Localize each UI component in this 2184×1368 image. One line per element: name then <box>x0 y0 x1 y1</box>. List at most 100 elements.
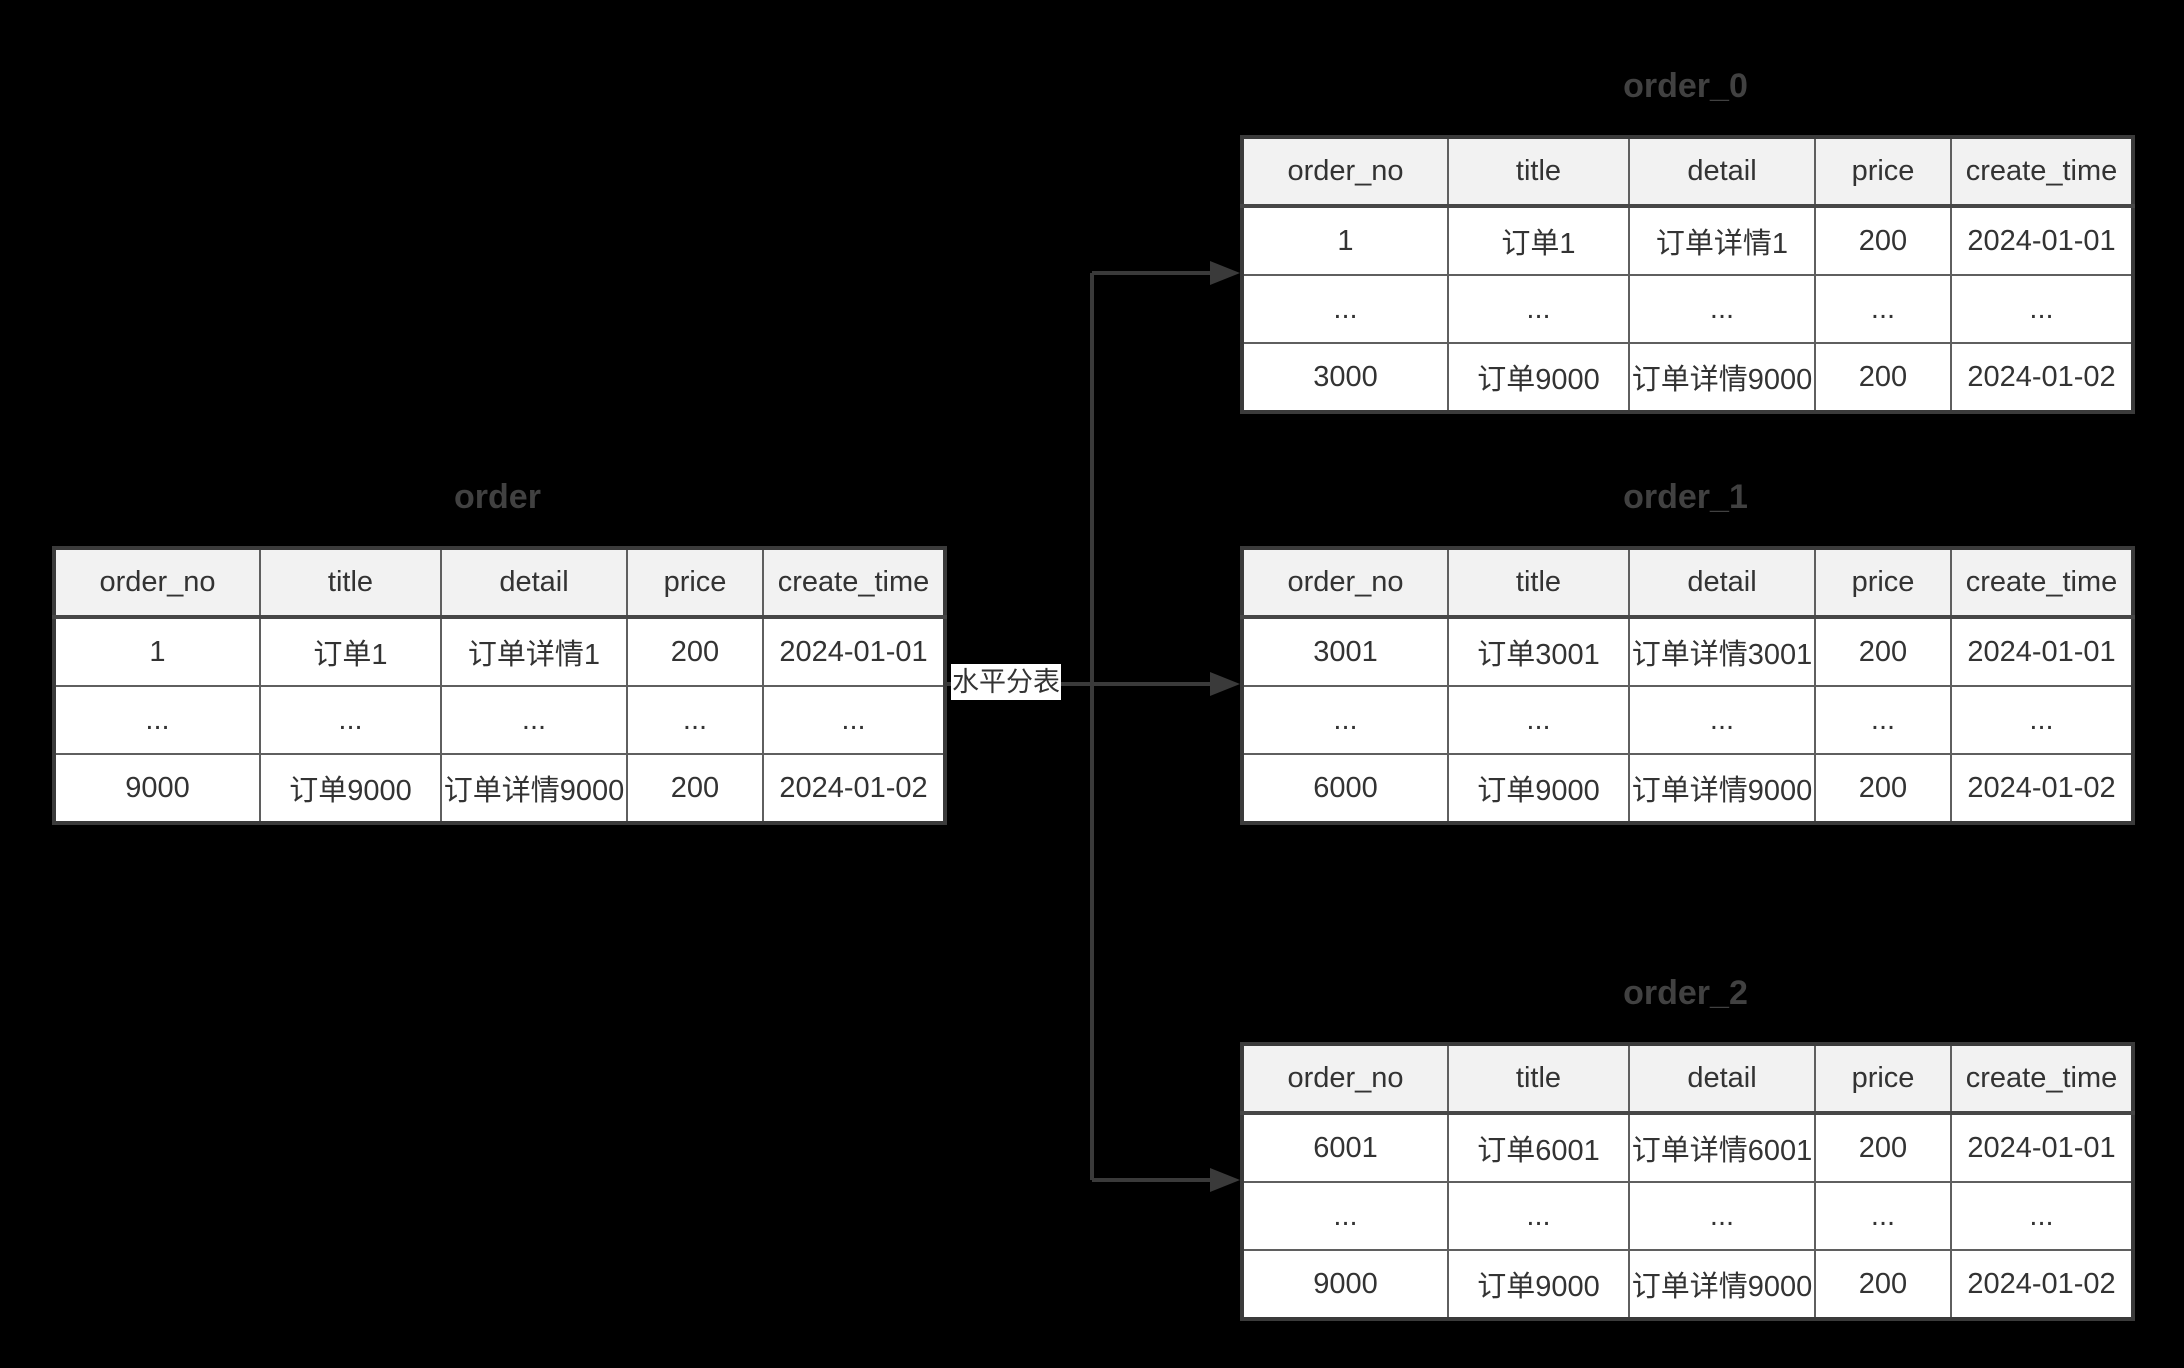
table-row: 6001 订单6001 订单详情6001 200 2024-01-01 <box>1241 1112 2134 1183</box>
table-cell: 订单3001 <box>1447 616 1630 687</box>
column-header: create_time <box>1950 1043 2134 1115</box>
column-header: title <box>1447 547 1630 619</box>
table-cell: 200 <box>1814 616 1952 687</box>
column-header: create_time <box>1950 136 2134 208</box>
table-cell: 订单6001 <box>1447 1112 1630 1183</box>
table-cell: 订单9000 <box>1447 342 1630 413</box>
table-cell: 2024-01-01 <box>1950 205 2134 276</box>
db-table: order_no title detail price create_time … <box>52 546 947 825</box>
table-row: 3000 订单9000 订单详情9000 200 2024-01-02 <box>1241 342 2134 413</box>
column-header: detail <box>440 547 628 619</box>
table-cell: 2024-01-01 <box>762 616 946 687</box>
table-cell: 2024-01-02 <box>1950 342 2134 413</box>
table-cell: ... <box>53 685 261 755</box>
column-header: price <box>1814 136 1952 208</box>
arrowhead-order-0 <box>1210 261 1240 285</box>
arrowhead-order-2 <box>1210 1168 1240 1192</box>
table-cell: 6000 <box>1241 753 1449 824</box>
column-header: order_no <box>1241 136 1449 208</box>
column-header: title <box>1447 1043 1630 1115</box>
table-cell: 2024-01-02 <box>1950 753 2134 824</box>
table-cell: 200 <box>626 616 764 687</box>
table-cell: 1 <box>53 616 261 687</box>
table-cell: ... <box>1814 274 1952 344</box>
table-title: order <box>454 478 541 516</box>
table-cell: ... <box>1814 685 1952 755</box>
table-cell: 订单详情3001 <box>1628 616 1816 687</box>
column-header: create_time <box>762 547 946 619</box>
table-cell: 订单1 <box>1447 205 1630 276</box>
table-cell: ... <box>1950 685 2134 755</box>
table-cell: ... <box>1950 274 2134 344</box>
table-row: 6000 订单9000 订单详情9000 200 2024-01-02 <box>1241 753 2134 824</box>
table-cell: 2024-01-02 <box>1950 1249 2134 1320</box>
table-cell: ... <box>1628 274 1816 344</box>
table-row: 1 订单1 订单详情1 200 2024-01-01 <box>1241 205 2134 276</box>
table-cell: 订单详情9000 <box>440 753 628 824</box>
table-cell: 订单1 <box>259 616 442 687</box>
table-row: ... ... ... ... ... <box>53 685 946 755</box>
table-row: 3001 订单3001 订单详情3001 200 2024-01-01 <box>1241 616 2134 687</box>
table-cell: ... <box>762 685 946 755</box>
column-header: detail <box>1628 136 1816 208</box>
table-cell: ... <box>440 685 628 755</box>
table-cell: 1 <box>1241 205 1449 276</box>
table-cell: ... <box>1628 1181 1816 1251</box>
table-cell: ... <box>1814 1181 1952 1251</box>
table-cell: ... <box>1950 1181 2134 1251</box>
table-cell: 6001 <box>1241 1112 1449 1183</box>
column-header: price <box>1814 1043 1952 1115</box>
table-cell: ... <box>259 685 442 755</box>
table-cell: 200 <box>1814 753 1952 824</box>
column-header: order_no <box>1241 1043 1449 1115</box>
table-cell: 2024-01-01 <box>1950 1112 2134 1183</box>
column-header: price <box>1814 547 1952 619</box>
table-cell: 200 <box>626 753 764 824</box>
table-cell: 9000 <box>53 753 261 824</box>
table-cell: 订单详情6001 <box>1628 1112 1816 1183</box>
table-cell: 订单详情9000 <box>1628 342 1816 413</box>
header-row: order_no title detail price create_time <box>1241 1043 2134 1115</box>
table-order-1: order_1 order_no title detail price crea… <box>1240 473 2135 825</box>
table-title: order_1 <box>1623 478 1748 516</box>
table-row: ... ... ... ... ... <box>1241 685 2134 755</box>
table-cell: ... <box>1447 274 1630 344</box>
column-header: title <box>1447 136 1630 208</box>
table-cell: 订单9000 <box>1447 753 1630 824</box>
column-header: order_no <box>53 547 261 619</box>
header-row: order_no title detail price create_time <box>53 547 946 619</box>
column-header: detail <box>1628 547 1816 619</box>
table-cell: ... <box>1447 1181 1630 1251</box>
table-title: order_2 <box>1623 974 1748 1012</box>
table-cell: 9000 <box>1241 1249 1449 1320</box>
table-row: 9000 订单9000 订单详情9000 200 2024-01-02 <box>1241 1249 2134 1320</box>
table-cell: 订单9000 <box>1447 1249 1630 1320</box>
table-row: 1 订单1 订单详情1 200 2024-01-01 <box>53 616 946 687</box>
table-cell: 订单详情1 <box>1628 205 1816 276</box>
table-cell: 3000 <box>1241 342 1449 413</box>
table-order-2: order_2 order_no title detail price crea… <box>1240 969 2135 1321</box>
table-cell: ... <box>1241 274 1449 344</box>
column-header: order_no <box>1241 547 1449 619</box>
column-header: create_time <box>1950 547 2134 619</box>
db-table: order_no title detail price create_time … <box>1240 1042 2135 1321</box>
table-cell: 订单详情1 <box>440 616 628 687</box>
table-cell: ... <box>1241 1181 1449 1251</box>
table-cell: 200 <box>1814 205 1952 276</box>
table-cell: 200 <box>1814 1112 1952 1183</box>
table-order: order order_no title detail price create… <box>52 473 947 825</box>
table-cell: ... <box>626 685 764 755</box>
table-cell: 订单9000 <box>259 753 442 824</box>
table-row: 9000 订单9000 订单详情9000 200 2024-01-02 <box>53 753 946 824</box>
db-table: order_no title detail price create_time … <box>1240 135 2135 414</box>
horizontal-sharding-label: 水平分表 <box>951 664 1061 700</box>
table-cell: ... <box>1628 685 1816 755</box>
table-order-0: order_0 order_no title detail price crea… <box>1240 62 2135 414</box>
table-cell: ... <box>1241 685 1449 755</box>
header-row: order_no title detail price create_time <box>1241 547 2134 619</box>
table-row: ... ... ... ... ... <box>1241 1181 2134 1251</box>
table-row: ... ... ... ... ... <box>1241 274 2134 344</box>
arrowhead-order-1 <box>1210 672 1240 696</box>
table-cell: 2024-01-02 <box>762 753 946 824</box>
